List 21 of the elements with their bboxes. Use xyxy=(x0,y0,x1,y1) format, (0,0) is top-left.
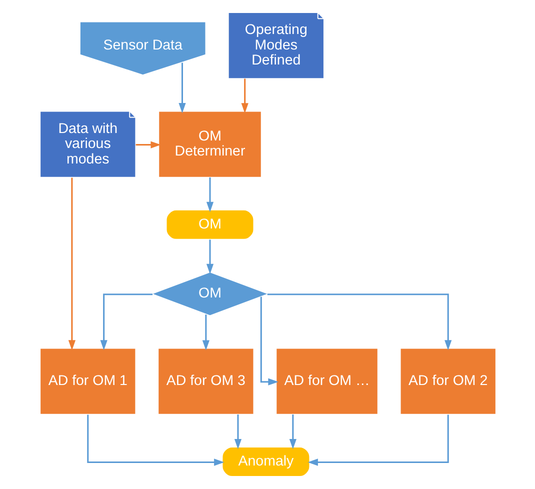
arrow xyxy=(206,240,214,274)
arrow xyxy=(266,294,452,350)
arrow xyxy=(135,141,160,148)
arrow xyxy=(202,314,209,350)
arrow xyxy=(307,414,448,466)
node-box: AD for OM 1 xyxy=(39,348,136,415)
node-box: AD for OM 2 xyxy=(399,348,496,415)
arrow xyxy=(234,414,242,450)
node-box: OM Determiner xyxy=(158,110,262,178)
node-box: AD for OM 3 xyxy=(157,348,254,415)
node-box: AD for OM … xyxy=(275,348,378,415)
arrow xyxy=(206,177,214,212)
arrow xyxy=(178,62,186,114)
node-box: OM xyxy=(165,209,254,240)
arrow xyxy=(86,414,224,466)
arrow xyxy=(288,414,296,450)
arrow xyxy=(100,294,152,350)
arrow xyxy=(260,296,278,386)
node-box: Anomaly xyxy=(221,446,310,477)
arrow xyxy=(68,178,76,350)
arrow xyxy=(240,78,248,114)
